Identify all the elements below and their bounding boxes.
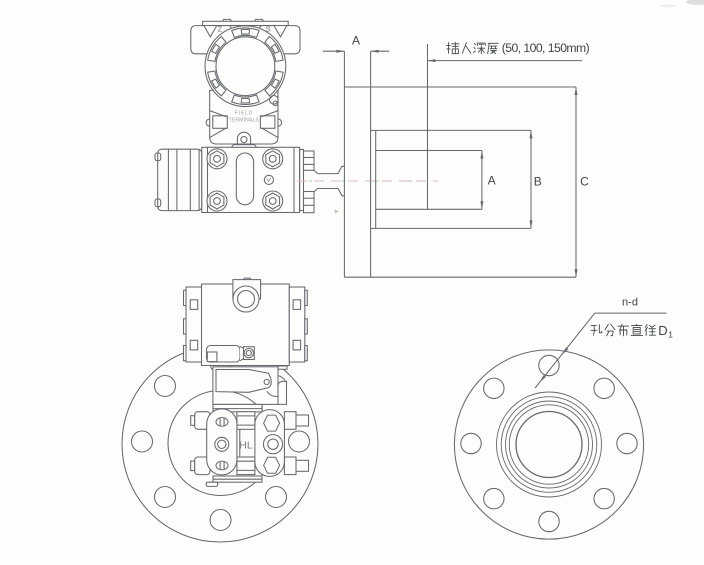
- svg-text:TERMINALS: TERMINALS: [229, 118, 260, 124]
- svg-text:(50, 100, 150mm): (50, 100, 150mm): [502, 41, 590, 55]
- svg-text:C: C: [580, 174, 589, 188]
- svg-text:Z: Z: [218, 24, 223, 33]
- svg-text:A: A: [488, 174, 496, 188]
- svg-text:B: B: [534, 175, 542, 189]
- svg-text:HL: HL: [239, 440, 253, 452]
- svg-text:n-d: n-d: [622, 297, 638, 309]
- svg-text:FIELD: FIELD: [235, 110, 253, 116]
- svg-text:1: 1: [668, 330, 673, 340]
- svg-text:S: S: [266, 24, 271, 33]
- svg-text:D: D: [658, 323, 667, 338]
- svg-text:A: A: [352, 33, 360, 47]
